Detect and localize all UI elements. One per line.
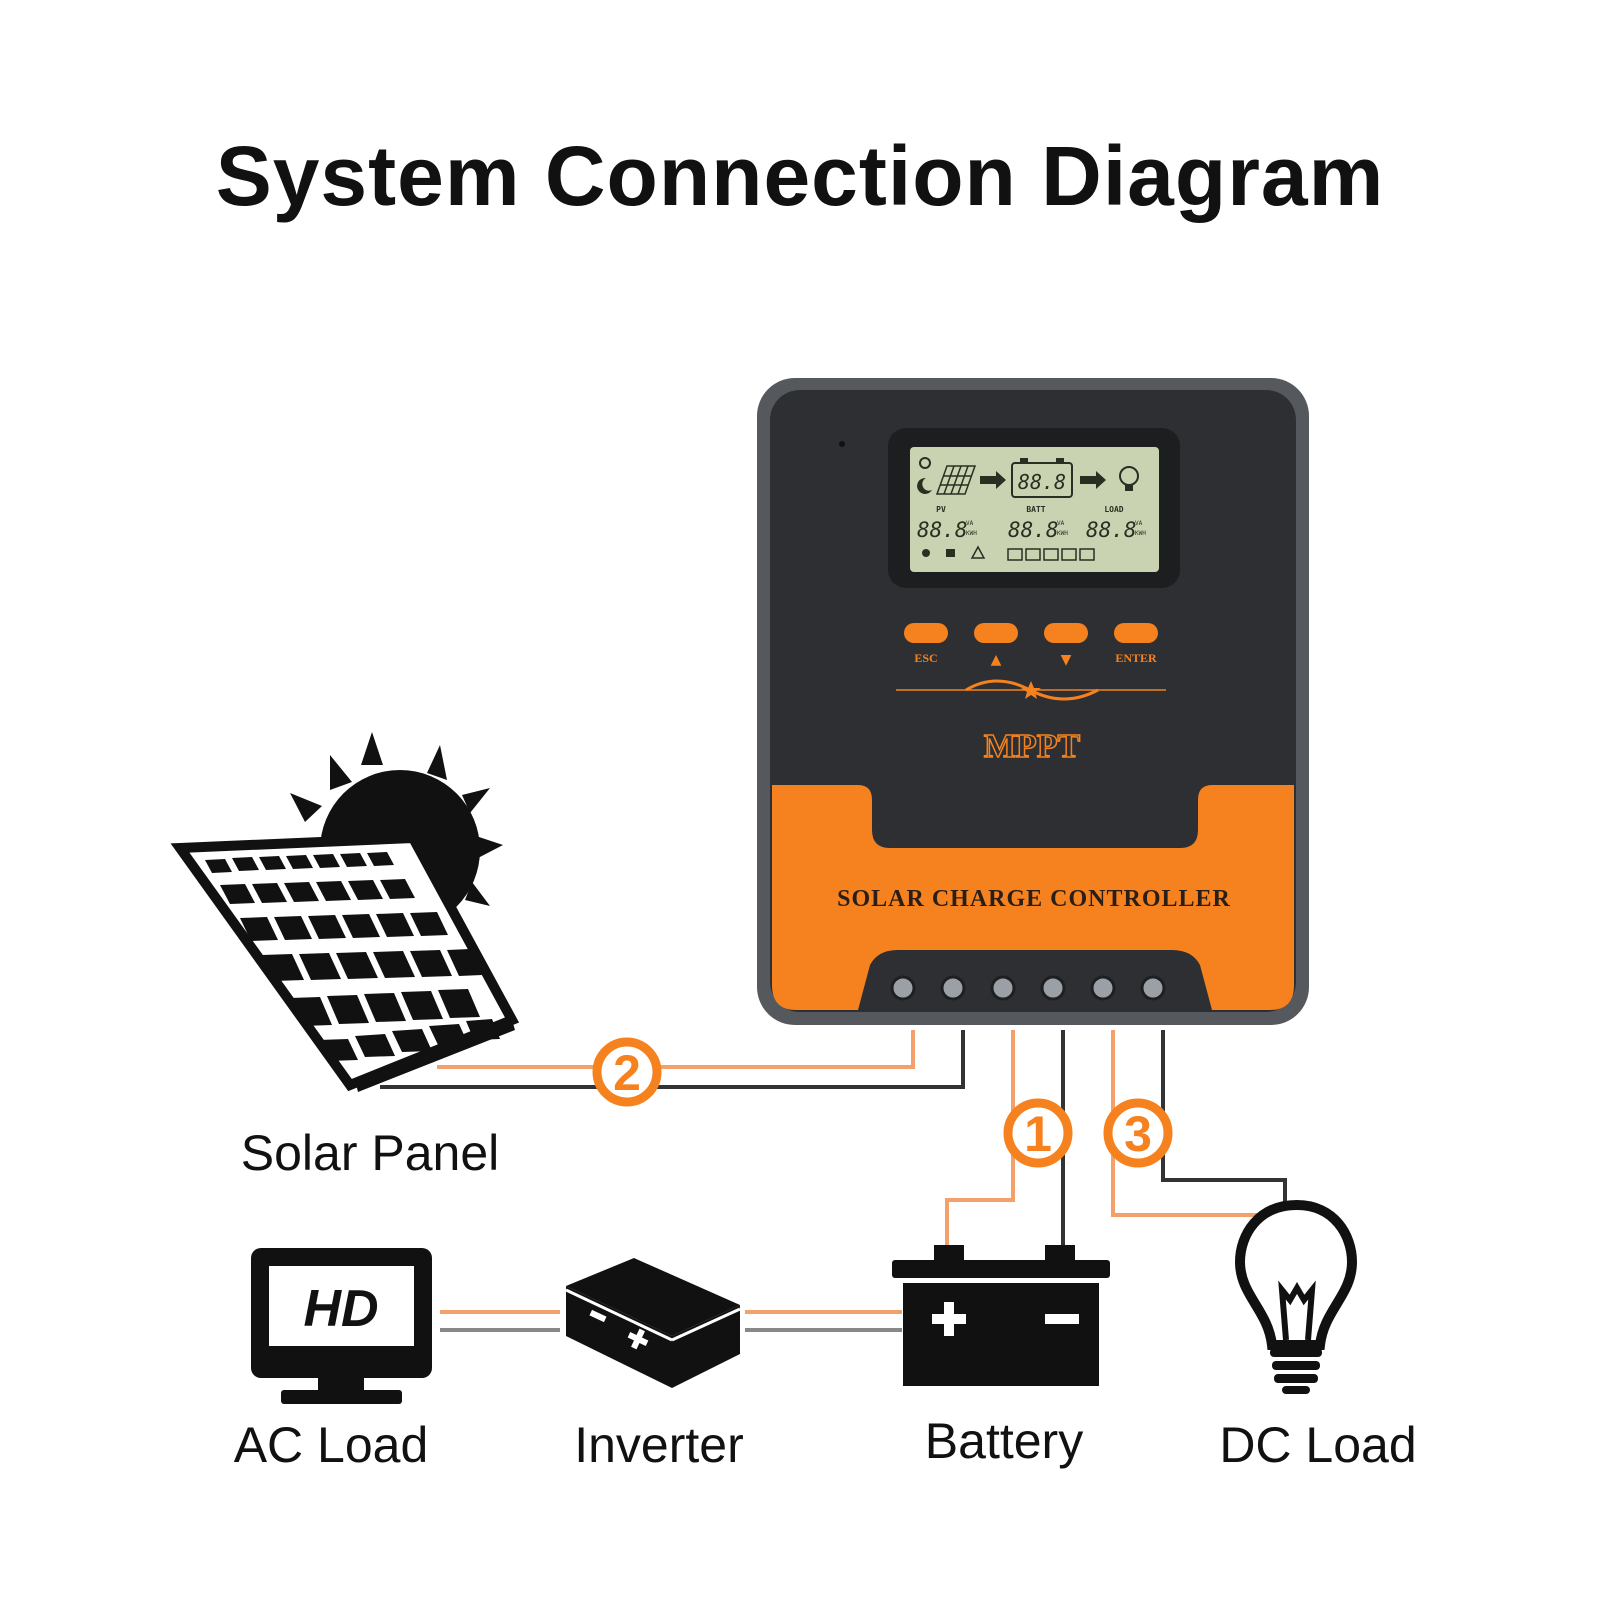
button-enter[interactable]: ENTER — [1114, 623, 1158, 665]
marker-3-label: 3 — [1124, 1106, 1152, 1162]
lcd-load-value: 88.8 — [1086, 518, 1137, 542]
lcd-batt-value: 88.8 — [1008, 518, 1059, 542]
lcd-unit-bottom: KWH — [966, 530, 977, 537]
terminal-block — [890, 975, 1166, 1001]
wire-battery-positive — [945, 1030, 1015, 1245]
terminal-screw — [1090, 975, 1116, 1001]
lcd-moon-icon — [917, 477, 932, 494]
lcd-pv-value: 88.8 — [917, 518, 968, 542]
lcd-unit-bottom: KWH — [1057, 530, 1068, 537]
wire-load-negative — [1161, 1030, 1287, 1205]
battery-icon — [892, 1245, 1110, 1386]
lcd-display: 88.8 PV BATT LOAD 88.8 88.8 88.8 VA KWH … — [888, 428, 1180, 588]
lcd-battery-reading: 88.8 — [1018, 470, 1066, 494]
marker-3: 3 — [1103, 1098, 1173, 1168]
marker-1-label: 1 — [1024, 1106, 1052, 1162]
wire-load-positive — [1111, 1030, 1262, 1217]
button-up-label: ▲ — [991, 652, 1002, 668]
dc-load-label: DC Load — [1219, 1417, 1416, 1473]
lcd-pv-label: PV — [936, 505, 946, 514]
terminal-screw — [1140, 975, 1166, 1001]
solar-panel-label: Solar Panel — [241, 1125, 500, 1181]
button-down[interactable]: ▼ — [1044, 623, 1088, 668]
terminal-screw — [890, 975, 916, 1001]
lcd-warning-icon — [970, 545, 986, 559]
inverter-label: Inverter — [574, 1417, 744, 1473]
lcd-unit-top: VA — [1135, 520, 1143, 527]
terminal-screw — [940, 975, 966, 1001]
button-esc[interactable]: ESC — [904, 623, 948, 665]
lcd-status-dot-icon — [922, 549, 930, 557]
button-up[interactable]: ▲ — [974, 623, 1018, 668]
button-esc-label: ESC — [914, 651, 937, 665]
page-title: System Connection Diagram — [215, 129, 1385, 223]
terminal-screw — [1040, 975, 1066, 1001]
lcd-battery-level-icon — [1007, 548, 1095, 561]
tv-icon-text: HD — [303, 1280, 378, 1338]
light-bulb-icon — [1234, 1199, 1358, 1394]
battery-label: Battery — [925, 1413, 1083, 1469]
lcd-batt-label: BATT — [1026, 505, 1045, 514]
lcd-sun-icon — [919, 457, 931, 469]
button-enter-label: ENTER — [1115, 651, 1157, 665]
controller-brand: MPPT — [984, 728, 1081, 765]
lcd-battery-icon — [1011, 462, 1073, 498]
lcd-arrow-icon — [980, 471, 1006, 489]
ac-load-label: AC Load — [234, 1417, 429, 1473]
lcd-unit-bottom: KWH — [1135, 530, 1146, 537]
wire-solar-negative — [380, 1030, 965, 1089]
wire-solar-positive — [437, 1030, 915, 1069]
lcd-unit-top: VA — [1057, 520, 1065, 527]
marker-2-label: 2 — [613, 1045, 641, 1101]
solar-panel-icon — [170, 732, 520, 1092]
controller-name: SOLAR CHARGE CONTROLLER — [837, 886, 1231, 912]
terminal-screw — [990, 975, 1016, 1001]
minus-icon — [1045, 1314, 1079, 1324]
charge-controller: 88.8 PV BATT LOAD 88.8 88.8 88.8 VA KWH … — [757, 378, 1309, 1025]
inverter-icon — [565, 1258, 741, 1388]
lcd-arrow-icon — [1080, 471, 1106, 489]
wires — [380, 1030, 1287, 1332]
star-icon — [1021, 681, 1041, 699]
lcd-load-label: LOAD — [1104, 505, 1123, 514]
button-down-label: ▼ — [1061, 652, 1072, 668]
ornament-divider — [896, 679, 1166, 701]
lcd-panel-icon — [935, 465, 977, 495]
marker-2: 2 — [592, 1037, 662, 1107]
marker-1: 1 — [1003, 1098, 1073, 1168]
lcd-status-icon — [946, 549, 955, 557]
controller-orange-panel — [772, 785, 1294, 1010]
tv-icon: HD — [251, 1248, 432, 1404]
lcd-unit-top: VA — [966, 520, 974, 527]
